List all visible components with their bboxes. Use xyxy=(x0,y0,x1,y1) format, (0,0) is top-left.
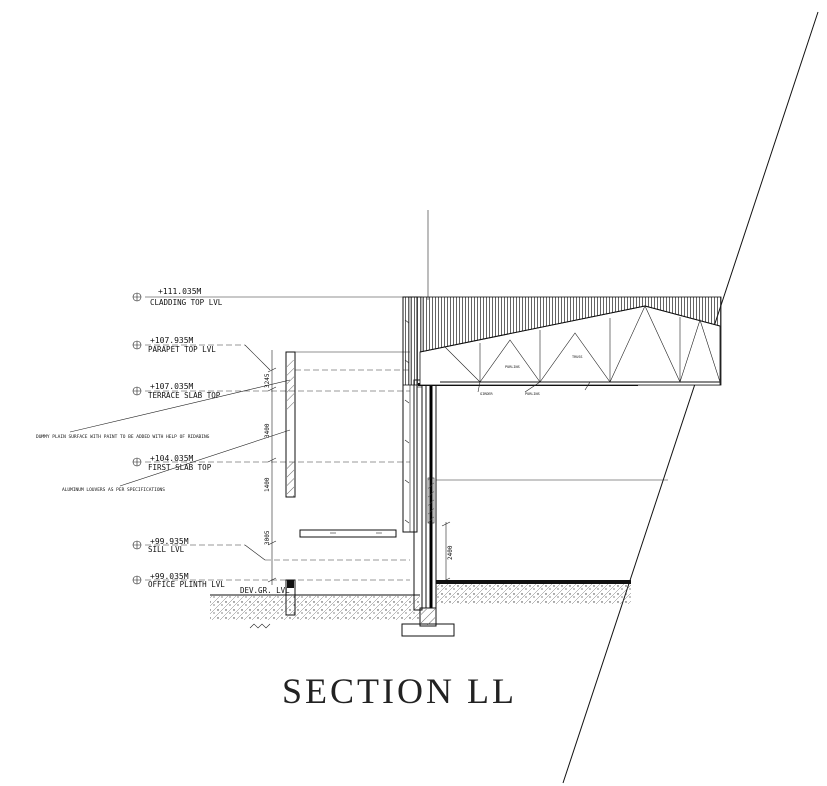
level-value: +104.035M xyxy=(150,454,194,463)
truss-label: PURLINS xyxy=(525,392,540,396)
level-label: SILL LVL xyxy=(148,545,185,554)
section-title: SECTION LL xyxy=(282,671,517,711)
truss-label: GIRDER xyxy=(480,392,494,396)
level-label: TERRACE SLAB TOP xyxy=(148,391,221,400)
level-label: PARAPET TOP LVL xyxy=(148,345,216,354)
level-label: OFFICE PLINTH LVL xyxy=(148,580,225,589)
level-first-slab xyxy=(132,457,410,467)
level-markers: +111.035M CLADDING TOP LVL +107.935M PAR… xyxy=(132,287,420,589)
level-parapet-top xyxy=(132,340,271,371)
level-label: CLADDING TOP LVL xyxy=(150,298,223,307)
dim-top: 3245 xyxy=(264,373,271,388)
truss-label: TRUSS xyxy=(572,355,583,359)
truss-label: PURLINS xyxy=(505,365,520,369)
level-office-plinth xyxy=(132,575,410,585)
ground-label: DEV.GR. LVL xyxy=(240,586,290,595)
notes: DUMMY PLAIN SURFACE WITH PAINT TO BE ADD… xyxy=(36,379,291,493)
level-sill xyxy=(132,540,410,561)
parapet-lines xyxy=(295,351,410,371)
level-value: +111.035M xyxy=(158,287,202,296)
level-terrace-slab xyxy=(132,386,410,396)
dim-inside: 2400 xyxy=(447,545,454,560)
level-value: +107.935M xyxy=(150,336,194,345)
dim-upper: 3400 xyxy=(264,423,271,438)
level-cladding-top xyxy=(132,292,420,302)
inside-dimension: 2400 xyxy=(441,521,454,583)
cut-line xyxy=(562,11,819,784)
sill-ledge xyxy=(299,529,397,538)
louver-panel xyxy=(285,351,296,616)
note-dummy-plain: DUMMY PLAIN SURFACE WITH PAINT TO BE ADD… xyxy=(36,434,210,440)
roof-cladding: PURLINS TRUSS GIRDER PURLINS xyxy=(402,296,722,396)
dim-middle: 1400 xyxy=(264,477,271,492)
level-label: FIRST SLAB TOP xyxy=(148,463,212,472)
dim-lower: 3005 xyxy=(264,530,271,545)
level-value: +107.035M xyxy=(150,382,194,391)
level-value: +99.035M xyxy=(150,572,189,581)
note-louvers: ALUMINUM LOUVERS AS PER SPECIFICATIONS xyxy=(62,487,165,493)
floor-slab xyxy=(436,580,631,604)
level-value: +99.935M xyxy=(150,537,189,546)
ground: DEV.GR. LVL xyxy=(210,586,455,637)
dimension-chain: 3245 3400 1400 3005 xyxy=(264,350,277,585)
